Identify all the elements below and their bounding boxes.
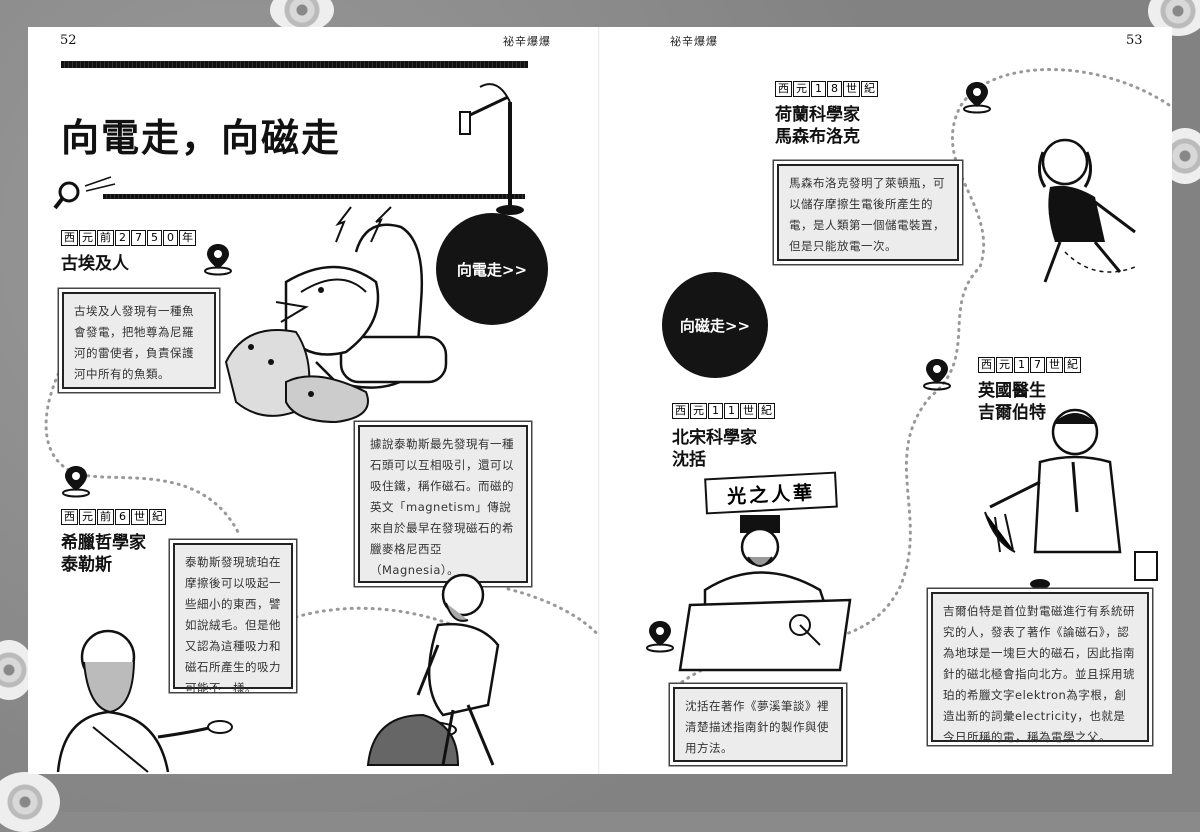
running-head: 祕辛爆爆 [670, 35, 718, 48]
caption-box: 沈括在著作《夢溪筆談》裡清楚描述指南針的製作與使用方法。 [673, 687, 843, 762]
title-underline [103, 194, 525, 199]
shen-kuo-illustration [678, 515, 852, 672]
location-pin-icon [646, 621, 674, 653]
figure-name: 英國醫生 吉爾伯特 [978, 381, 1046, 423]
gilbert-illustration [984, 408, 1158, 589]
electric-fish-throne-illustration [224, 206, 448, 424]
page-number: 52 [60, 33, 77, 48]
to-magnetic-badge[interactable]: 向磁走>> [662, 272, 768, 378]
man-with-rock-illustration [366, 573, 500, 766]
caption-box: 馬森布洛克發明了萊頓瓶，可以儲存摩擦生電後所產生的電，是人類第一個儲電裝置，但是… [777, 164, 959, 261]
magnet-note-box: 據說泰勒斯最先發現有一種石頭可以互相吸引，還可以吸住鐵，稱作磁石。而磁的英文「m… [358, 425, 528, 583]
top-rule [61, 61, 528, 68]
microphone-stand-illustration [459, 83, 524, 215]
thales-illustration [56, 629, 233, 773]
running-scientist-illustration [1038, 138, 1136, 283]
location-pin-icon [923, 359, 951, 391]
location-pin-icon [62, 466, 90, 498]
running-head: 祕辛爆爆 [503, 35, 551, 48]
magnifier-icon [53, 176, 116, 210]
to-electric-badge[interactable]: 向電走>> [436, 213, 548, 325]
figure-name: 荷蘭科學家 馬森布洛克 [775, 105, 860, 147]
figure-name: 北宋科學家 沈括 [672, 428, 757, 470]
page-title: 向電走，向磁走 [61, 116, 342, 160]
caption-box: 吉爾伯特是首位對電磁進行有系統研究的人，發表了著作《論磁石》，認為地球是一塊巨大… [931, 592, 1149, 744]
caption-box: 古埃及人發現有一種魚會發電，把牠尊為尼羅河的雷使者，負責保護河中所有的魚類。 [62, 292, 216, 389]
location-pin-icon [204, 244, 232, 276]
page-number: 53 [1126, 33, 1143, 48]
figure-name: 古埃及人 [61, 254, 129, 274]
caption-box: 泰勒斯發現琥珀在摩擦後可以吸起一些細小的東西，譬如說絨毛。但是他又認為這種吸力和… [173, 543, 293, 695]
figure-name: 希臘哲學家 泰勒斯 [61, 533, 146, 575]
location-pin-icon [963, 82, 991, 114]
binder-clip [0, 772, 60, 832]
